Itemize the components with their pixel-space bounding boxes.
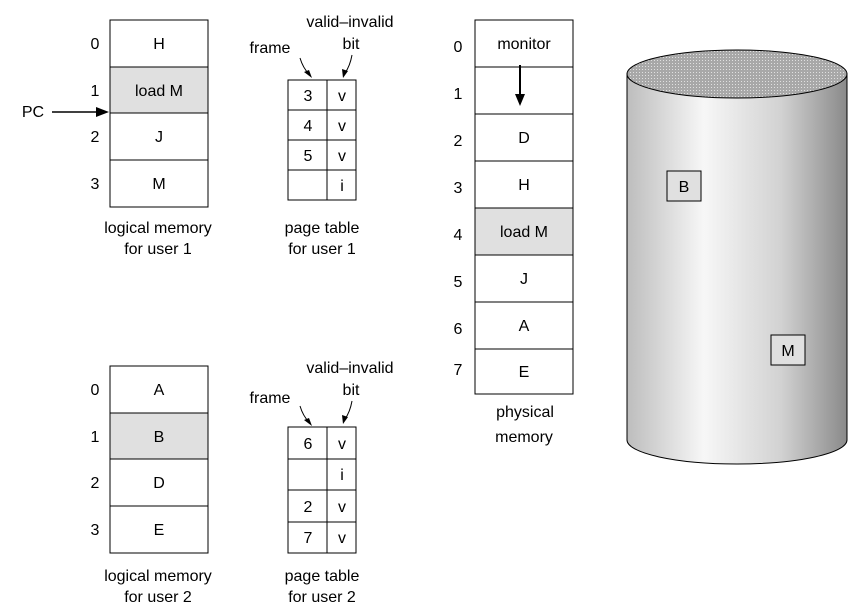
page-table-user1: valid–invalid bit frame 3 4 5 v v v i pa… bbox=[250, 14, 394, 258]
logical-memory-user1: H load M J M 0 1 2 3 logical memory for … bbox=[91, 19, 212, 258]
logical-memory-cell bbox=[109, 365, 209, 414]
page-table-valid-bit: v bbox=[338, 499, 346, 516]
physical-memory-frame bbox=[474, 348, 574, 395]
logical-memory-caption: logical memory bbox=[104, 568, 212, 585]
page-table-frame-number: 4 bbox=[304, 118, 313, 135]
page-table-frame-number: 2 bbox=[304, 499, 313, 516]
logical-memory-cell bbox=[109, 19, 209, 68]
frame-label: frame bbox=[250, 40, 291, 57]
page-table-caption: for user 1 bbox=[288, 241, 356, 258]
physical-memory-frame-highlighted bbox=[474, 207, 574, 256]
disk-body bbox=[626, 73, 848, 465]
logical-memory-cell-text: A bbox=[154, 382, 165, 399]
page-table-caption: page table bbox=[285, 220, 360, 237]
bit-pointer-head bbox=[342, 69, 348, 78]
logical-memory-cell-highlighted bbox=[109, 66, 209, 114]
logical-memory-user2: A B D E 0 1 2 3 logical memory for user … bbox=[91, 365, 212, 604]
disk-page-label: M bbox=[781, 343, 794, 360]
frame-index: 2 bbox=[454, 133, 463, 150]
page-index: 0 bbox=[91, 36, 100, 53]
logical-memory-cell bbox=[109, 112, 209, 161]
logical-memory-cell-text: D bbox=[153, 475, 165, 492]
page-table-valid-bit: i bbox=[340, 467, 344, 484]
page-index: 3 bbox=[91, 176, 100, 193]
disk-backing-store: B M bbox=[626, 49, 848, 465]
valid-invalid-label: bit bbox=[343, 36, 360, 53]
page-table-frame-number: 5 bbox=[304, 148, 313, 165]
disk-top bbox=[626, 49, 848, 99]
physical-memory-caption: memory bbox=[495, 429, 553, 446]
logical-memory-caption: for user 1 bbox=[124, 241, 192, 258]
page-table-frame-number: 6 bbox=[304, 436, 313, 453]
bit-pointer-head bbox=[342, 415, 348, 424]
physical-memory-frame bbox=[474, 160, 574, 209]
page-table-valid-bit: v bbox=[338, 148, 346, 165]
physical-memory-frame-text: load M bbox=[500, 224, 548, 241]
physical-memory: monitor D H load M J A E 0 1 2 3 4 5 6 7… bbox=[454, 19, 574, 446]
disk-page-box bbox=[770, 334, 806, 366]
valid-invalid-label: valid–invalid bbox=[306, 360, 393, 377]
physical-memory-frame-text: A bbox=[519, 318, 530, 335]
frame-index: 1 bbox=[454, 86, 463, 103]
frame-index: 5 bbox=[454, 274, 463, 291]
frame-pointer-head bbox=[304, 418, 312, 426]
frame-label: frame bbox=[250, 390, 291, 407]
bit-pointer bbox=[344, 54, 353, 74]
logical-memory-caption: logical memory bbox=[104, 220, 212, 237]
pc-label: PC bbox=[22, 104, 44, 121]
frame-index: 7 bbox=[454, 362, 463, 379]
physical-memory-caption: physical bbox=[496, 404, 554, 421]
bit-pointer bbox=[344, 400, 353, 420]
frame-pointer-head bbox=[304, 70, 312, 78]
physical-memory-frame-text: monitor bbox=[497, 36, 551, 53]
program-counter: PC bbox=[22, 104, 109, 121]
page-table-valid-bit: v bbox=[338, 88, 346, 105]
logical-memory-cell bbox=[109, 458, 209, 507]
page-index: 1 bbox=[91, 83, 100, 100]
physical-memory-frame bbox=[474, 66, 574, 115]
logical-memory-cell-text: load M bbox=[135, 83, 183, 100]
physical-memory-frame bbox=[474, 113, 574, 162]
physical-memory-frame-text: J bbox=[520, 271, 528, 288]
page-index: 0 bbox=[91, 382, 100, 399]
logical-memory-cell-text: H bbox=[153, 36, 165, 53]
valid-invalid-label: valid–invalid bbox=[306, 14, 393, 31]
page-table-valid-bit: v bbox=[338, 530, 346, 547]
logical-memory-caption: for user 2 bbox=[124, 589, 192, 604]
physical-memory-frame-text: D bbox=[518, 130, 530, 147]
monitor-growth-arrow-head bbox=[515, 94, 525, 106]
logical-memory-cell bbox=[109, 159, 209, 208]
logical-memory-cell-text: E bbox=[154, 522, 165, 539]
page-table-caption: page table bbox=[285, 568, 360, 585]
page-table-valid-bit: v bbox=[338, 436, 346, 453]
pc-arrow-head bbox=[96, 107, 109, 117]
page-table-frame-number: 7 bbox=[304, 530, 313, 547]
page-index: 2 bbox=[91, 129, 100, 146]
physical-memory-frame-text: E bbox=[519, 364, 530, 381]
logical-memory-cell-text: J bbox=[155, 129, 163, 146]
physical-memory-frame bbox=[474, 301, 574, 350]
logical-memory-cell-highlighted bbox=[109, 412, 209, 460]
logical-memory-cell-text: M bbox=[152, 176, 165, 193]
disk-page-box bbox=[666, 170, 702, 202]
logical-memory-cell bbox=[109, 505, 209, 554]
page-index: 3 bbox=[91, 522, 100, 539]
frame-index: 6 bbox=[454, 321, 463, 338]
page-index: 2 bbox=[91, 475, 100, 492]
valid-invalid-label: bit bbox=[343, 382, 360, 399]
page-table-user2: valid–invalid bit frame 6 2 7 v i v v pa… bbox=[250, 360, 394, 604]
page-table-frame-number: 3 bbox=[304, 88, 313, 105]
page-table-valid-bit: v bbox=[338, 118, 346, 135]
physical-memory-frame-text: H bbox=[518, 177, 530, 194]
frame-index: 4 bbox=[454, 227, 463, 244]
page-index: 1 bbox=[91, 429, 100, 446]
physical-memory-frame bbox=[474, 19, 574, 68]
frame-index: 0 bbox=[454, 39, 463, 56]
disk-page-label: B bbox=[679, 179, 690, 196]
logical-memory-cell-text: B bbox=[154, 429, 165, 446]
page-table-caption: for user 2 bbox=[288, 589, 356, 604]
frame-index: 3 bbox=[454, 180, 463, 197]
page-table-valid-bit: i bbox=[340, 178, 344, 195]
